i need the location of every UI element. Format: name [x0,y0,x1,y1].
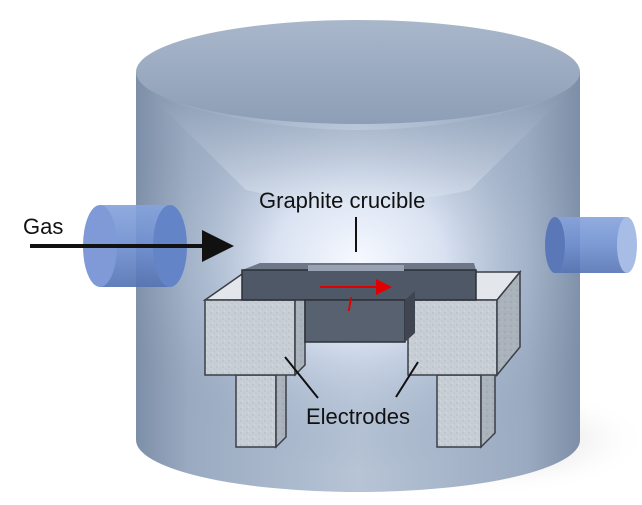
right-electrode-leader-line [395,361,419,398]
crucible-label: Graphite crucible [259,188,425,213]
current-label: I [347,294,353,316]
chamber-top-rim [136,20,580,124]
graphite-crucible [241,263,477,343]
electrodes-label: Electrodes [306,404,410,429]
gas-label: Gas [23,214,63,239]
chamber-cone [150,95,566,203]
left-electrode-leader-line [284,356,319,399]
outlet-port [545,217,637,273]
